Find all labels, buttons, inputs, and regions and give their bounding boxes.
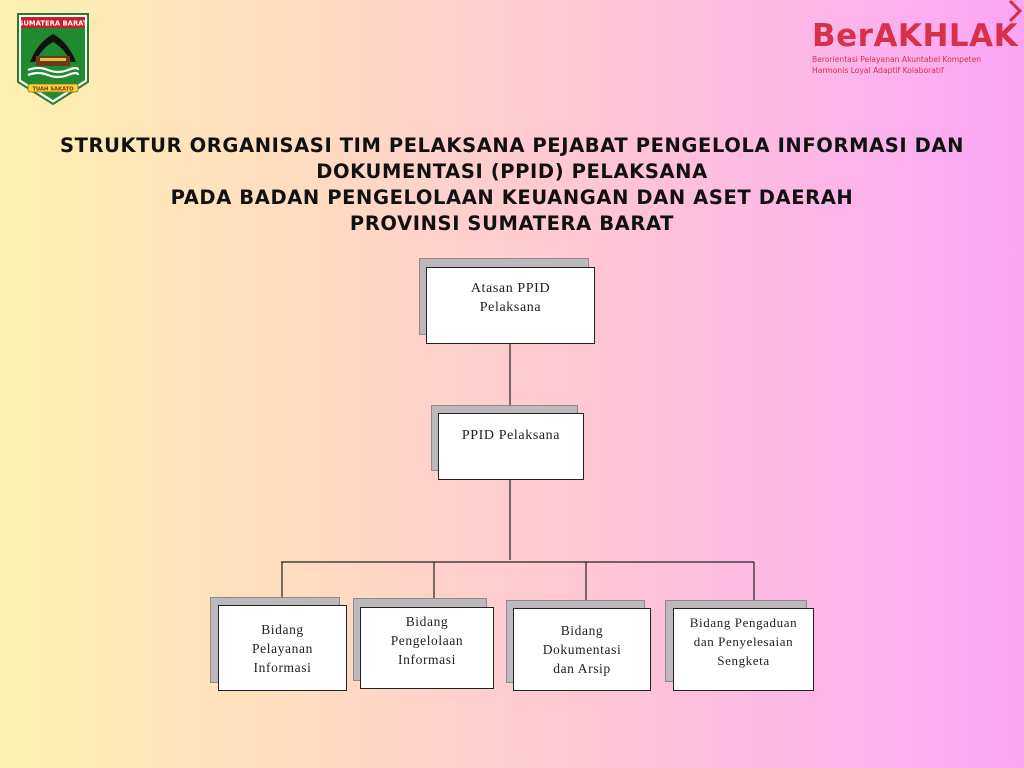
org-box-atasan-ppid: Atasan PPID Pelaksana <box>426 267 595 344</box>
org-box-label: Bidang <box>261 621 304 637</box>
org-box-bidang-pelayanan-informasi: Bidang Pelayanan Informasi <box>218 605 347 691</box>
org-box-label: Dokumentasi <box>542 642 622 657</box>
org-box-label: Informasi <box>398 652 456 667</box>
org-box-label: Atasan PPID <box>470 281 551 296</box>
org-box-label: Bidang <box>560 623 604 638</box>
logo-top-text: SUMATERA BARAT <box>18 20 87 28</box>
berakhlak-brand: BerAKHLAK Berorientasi Pelayanan Akuntab… <box>812 18 1022 76</box>
org-box-label: PPID Pelaksana <box>461 428 561 443</box>
org-box-bidang-dokumentasi-arsip: Bidang Dokumentasi dan Arsip <box>513 608 651 691</box>
chevron-right-icon <box>1008 0 1023 22</box>
title-line-3: PADA BADAN PENGELOLAAN KEUANGAN DAN ASET… <box>170 186 854 209</box>
org-box-bidang-pengaduan-sengketa: Bidang Pengaduan dan Penyelesaian Sengke… <box>673 608 814 691</box>
logo-bottom-text: TUAH SAKATO <box>32 87 74 93</box>
org-box-ppid-pelaksana: PPID Pelaksana <box>438 413 584 480</box>
sumatera-barat-emblem-icon: SUMATERA BARAT TUAH SAKATO <box>17 13 89 106</box>
title-line-2: DOKUMENTASI (PPID) PELAKSANA <box>316 160 708 183</box>
title-line-4: PROVINSI SUMATERA BARAT <box>349 212 675 235</box>
title-line-1: STRUKTUR ORGANISASI TIM PELAKSANA PEJABA… <box>59 134 965 157</box>
brand-tagline-1: Berorientasi Pelayanan Akuntabel Kompete… <box>812 55 982 64</box>
org-box-label: Bidang Pengaduan <box>689 615 798 630</box>
org-box-label: dan Arsip <box>553 661 611 676</box>
org-box-label: Pengelolaan <box>390 633 464 648</box>
page-title: STRUKTUR ORGANISASI TIM PELAKSANA PEJABA… <box>0 133 1024 237</box>
brand-tagline-2: Harmonis Loyal Adaptif Kolaboratif <box>812 66 944 75</box>
org-box-label: Sengketa <box>717 653 770 668</box>
org-box-label: Pelayanan <box>252 640 313 656</box>
brand-name: BerAKHLAK <box>812 18 1019 54</box>
org-box-label: Pelaksana <box>479 300 542 315</box>
org-box-label: Informasi <box>253 659 312 675</box>
org-box-label: dan Penyelesaian <box>693 634 794 649</box>
org-box-label: Bidang <box>405 614 449 629</box>
org-box-bidang-pengelolaan-informasi: Bidang Pengelolaan Informasi <box>360 607 494 689</box>
